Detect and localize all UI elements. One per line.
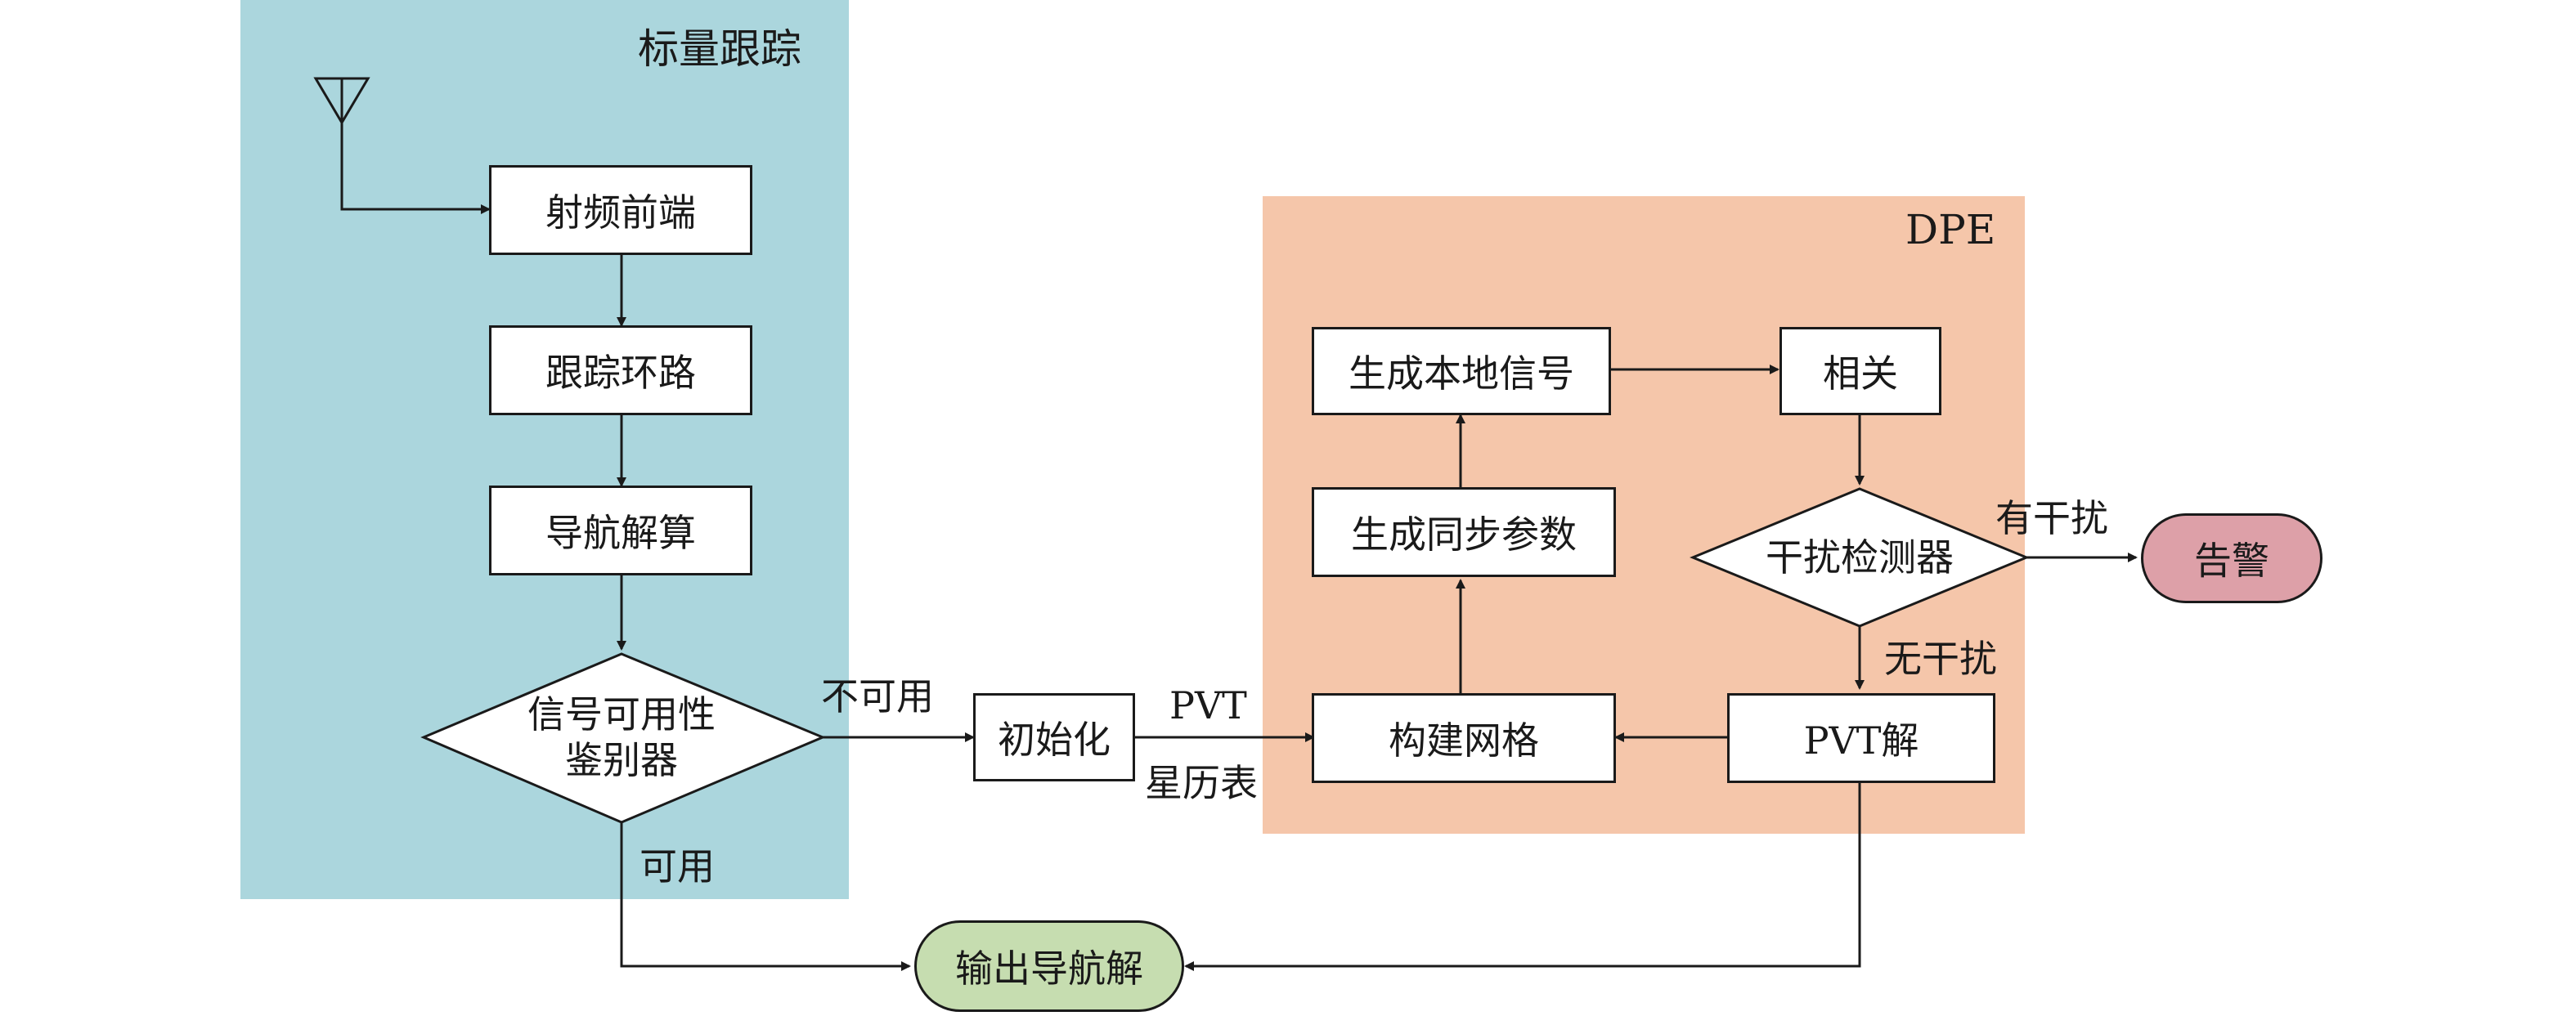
label-available: 可用 [640,844,715,888]
output-nav-terminal: 输出导航解 [914,920,1184,1012]
interference-detector-label: 干扰检测器 [1717,535,2002,580]
scalar-tracking-label: 标量跟踪 [638,25,801,73]
nav-solution-box: 导航解算 [489,486,752,575]
interference-detector-text: 干扰检测器 [1766,535,1954,580]
label-unavailable: 不可用 [821,674,934,718]
label-no-interference: 无干扰 [1884,637,1997,681]
discriminator-line1: 信号可用性 [527,692,716,736]
antenna-icon [313,77,370,125]
correlation-box: 相关 [1779,327,1941,415]
label-pvt: PVT [1169,683,1247,727]
pvt-solution-box: PVT解 [1727,693,1995,783]
alarm-terminal: 告警 [2141,513,2322,603]
edge-pvt-to-output [1184,783,1861,971]
discriminator-line2: 鉴别器 [565,738,678,782]
tracking-loop-box: 跟踪环路 [489,325,752,415]
label-ephemeris: 星历表 [1145,761,1258,805]
rf-frontend-box: 射频前端 [489,165,752,255]
initialization-box: 初始化 [973,693,1135,781]
label-has-interference: 有干扰 [1995,496,2108,540]
gen-local-signal-box: 生成本地信号 [1312,327,1611,415]
edge-antenna-to-rf [340,123,491,214]
availability-discriminator-label: 信号可用性 鉴别器 [458,692,785,783]
edge-discriminator-to-output [620,822,911,971]
build-grid-box: 构建网格 [1312,693,1616,783]
gen-sync-params-box: 生成同步参数 [1312,487,1616,577]
dpe-label: DPE [1905,206,1996,253]
